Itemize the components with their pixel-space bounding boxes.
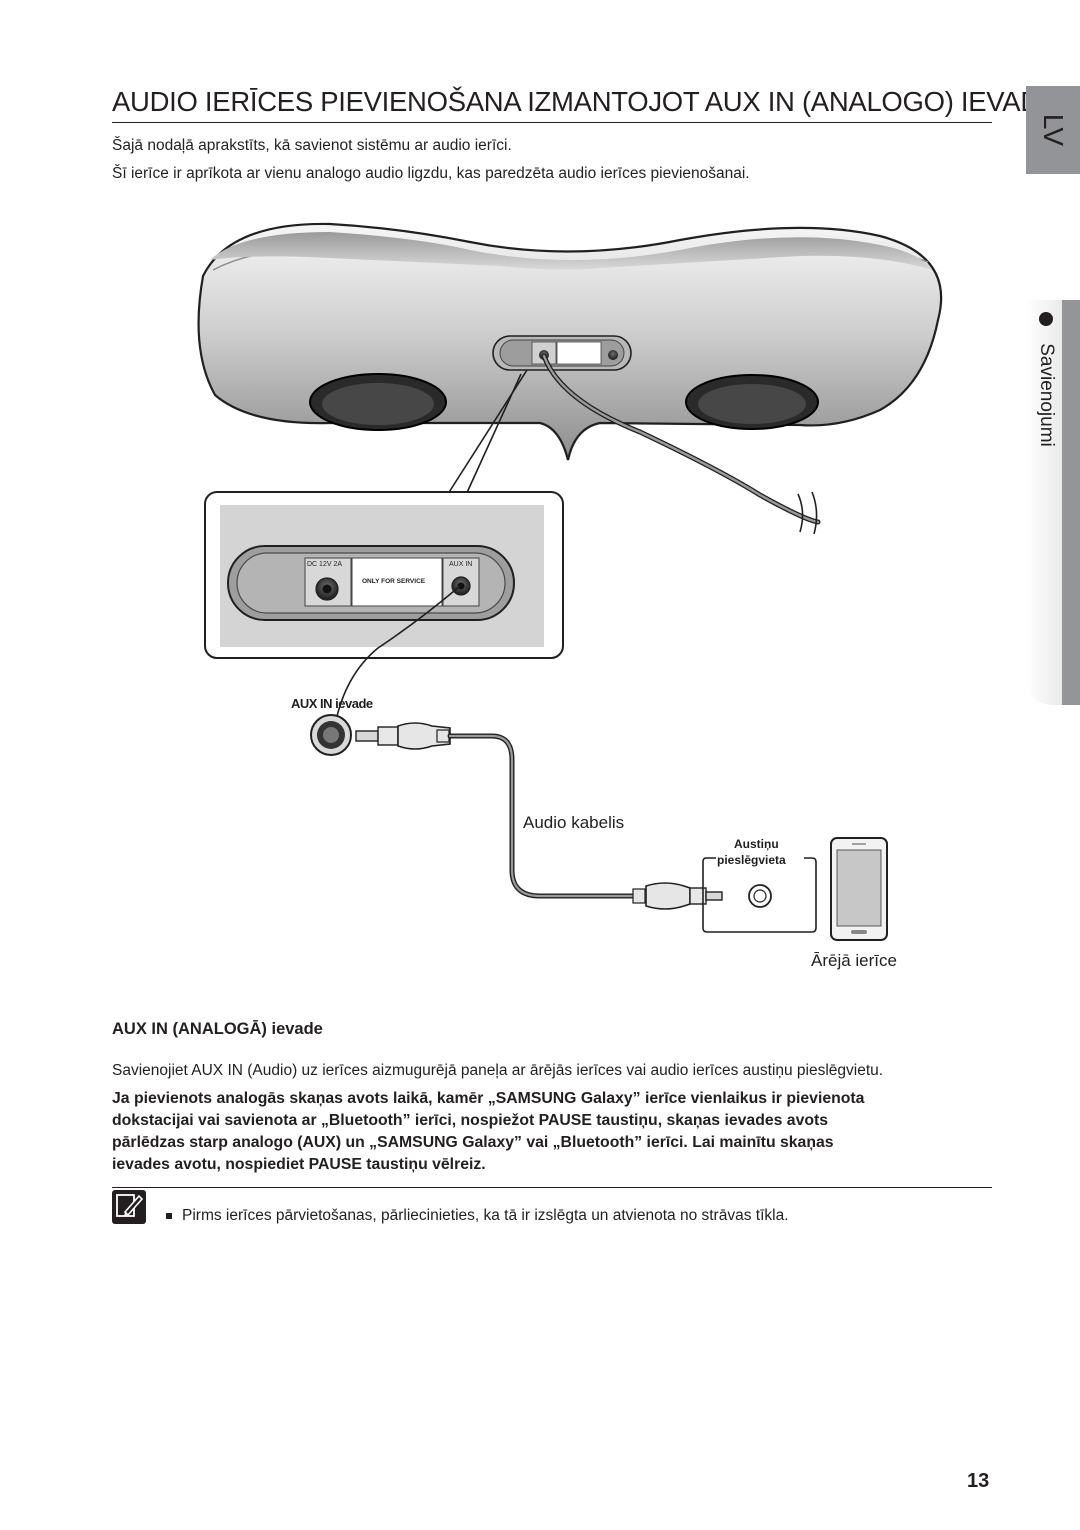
bold-line-1: Ja pievienots analogās skaņas avots laik… [112, 1090, 865, 1107]
audio-plug-icon-2 [632, 882, 723, 910]
aux-in-jack-icon [310, 714, 352, 756]
headphone-label-line-1: Austiņu [734, 837, 779, 851]
intro-line-1: Šajā nodaļā aprakstīts, kā savienot sist… [112, 137, 512, 154]
note-divider [112, 1187, 992, 1188]
bold-line-4: ievades avotu, nospiediet PAUSE taustiņu… [112, 1156, 486, 1173]
note-bullet-icon [166, 1213, 172, 1219]
page-number: 13 [967, 1470, 990, 1492]
note-text: Pirms ierīces pārvietošanas, pārliecinie… [182, 1207, 789, 1224]
panel-aux-label: AUX IN [449, 561, 473, 568]
speaker-dock-icon [197, 222, 943, 461]
audio-plug-icon [355, 722, 451, 750]
bold-paragraph: Ja pievienots analogās skaņas avots laik… [112, 1088, 972, 1176]
panel-dc-label: DC 12V 2A [307, 561, 343, 568]
intro-line-2: Šī ierīce ir aprīkota ar vienu analogo a… [112, 165, 750, 182]
section-tab-strip [1062, 300, 1080, 705]
cable-label: Audio kabelis [523, 813, 625, 832]
panel-service-label: ONLY FOR SERVICE [362, 578, 426, 585]
external-device-label: Ārējā ierīce [811, 951, 897, 970]
bold-line-2: dokstacijai vai savienota ar „Bluetooth”… [112, 1112, 829, 1129]
smartphone-icon [830, 837, 888, 941]
back-panel-closeup [204, 491, 564, 659]
section-body: Savienojiet AUX IN (Audio) uz ierīces ai… [112, 1062, 884, 1079]
headphone-jack-icon [702, 857, 817, 933]
page-title: AUDIO IERĪCES PIEVIENOŠANA IZMANTOJOT AU… [112, 86, 1048, 123]
aux-in-label: AUX IN ievade [291, 696, 373, 711]
section-heading: AUX IN (ANALOGĀ) ievade [112, 1020, 323, 1038]
note-pencil-icon [112, 1190, 146, 1224]
bold-line-3: pārlēdzas starp analogo (AUX) un „SAMSUN… [112, 1134, 834, 1151]
section-bullet-icon [1039, 312, 1053, 326]
language-tab: LV [1026, 86, 1080, 174]
connection-illustration [197, 222, 943, 941]
headphone-label-line-2: pieslēgvieta [717, 853, 786, 867]
